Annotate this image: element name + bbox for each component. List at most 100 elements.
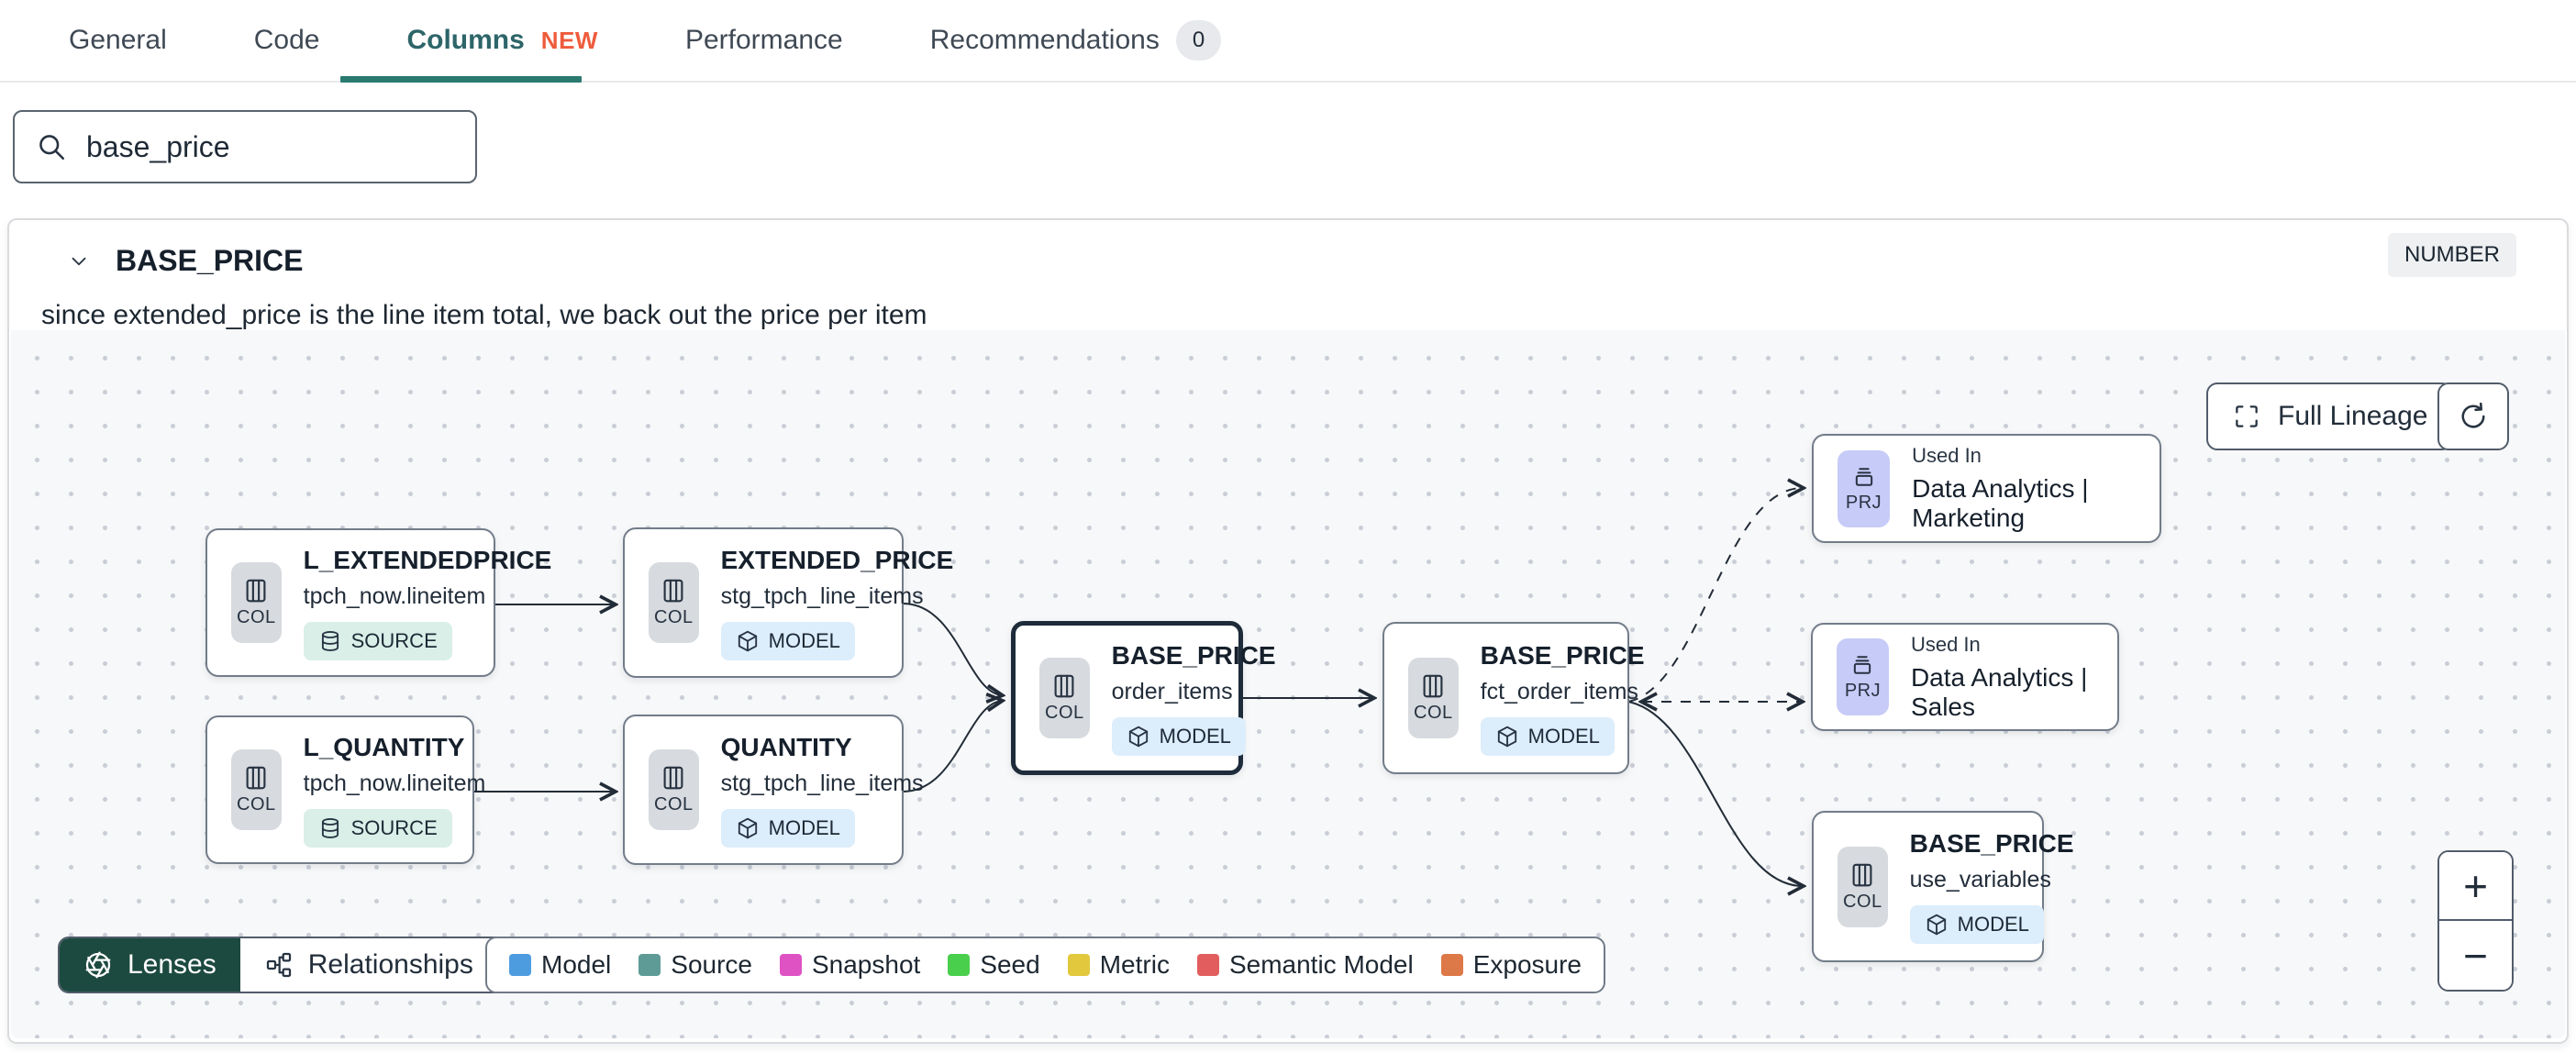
node-subtitle: tpch_now.lineitem: [303, 770, 486, 796]
columns-icon: [246, 579, 266, 603]
zoom-out-button[interactable]: −: [2439, 921, 2512, 990]
model-badge: MODEL: [720, 621, 855, 660]
node-title: EXTENDED_PRICE: [720, 545, 954, 574]
refresh-button[interactable]: [2437, 382, 2509, 450]
cube-icon: [738, 817, 757, 838]
node-title: BASE_PRICE: [1111, 640, 1276, 670]
node-title: BASE_PRICE: [1909, 829, 2074, 858]
node-subtitle: stg_tpch_line_items: [720, 582, 924, 609]
lineage-node-l-quantity[interactable]: COL L_QUANTITY tpch_now.lineitem SOURCE: [205, 715, 485, 864]
search-box[interactable]: [13, 110, 477, 183]
cube-icon: [1497, 726, 1516, 747]
source-badge: SOURCE: [303, 621, 452, 660]
lineage-node-base-price-fct-order-items[interactable]: COL BASE_PRICE fct_order_items MODEL: [1382, 622, 1645, 774]
column-chip: COL: [1838, 846, 1888, 927]
columns-icon: [1423, 674, 1443, 698]
legend-item-metric: Metric: [1067, 950, 1170, 980]
legend-item-semantic-model: Semantic Model: [1196, 950, 1414, 980]
active-tab-underline: [340, 76, 582, 83]
chevron-down-icon[interactable]: [62, 245, 95, 278]
aperture-icon: [85, 951, 111, 979]
tab-general[interactable]: General: [69, 25, 167, 55]
relationships-icon: [266, 952, 291, 978]
lineage-node-quantity[interactable]: COL QUANTITY stg_tpch_line_items MODEL: [623, 715, 924, 865]
legend-item-source: Source: [638, 950, 752, 980]
legend-swatch: [948, 954, 971, 976]
database-icon: [321, 817, 339, 838]
project-chip: PRJ: [1837, 638, 1889, 715]
tab-columns[interactable]: Columns NEW: [406, 25, 598, 55]
model-badge: MODEL: [720, 808, 855, 848]
used-in-label: Used In: [1912, 444, 1982, 467]
node-title: BASE_PRICE: [1480, 640, 1645, 670]
lineage-node-used-in-sales[interactable]: PRJ Used In Data Analytics | Sales: [1811, 623, 2119, 731]
lineage-node-l-extendedprice[interactable]: COL L_EXTENDEDPRICE tpch_now.lineitem SO…: [205, 528, 551, 677]
node-subtitle: order_items: [1111, 678, 1233, 704]
columns-icon: [1054, 674, 1074, 698]
node-subtitle: tpch_now.lineitem: [303, 582, 486, 609]
column-chip: COL: [649, 749, 699, 830]
count-badge: 0: [1175, 20, 1222, 61]
tab-recommendations[interactable]: Recommendations 0: [930, 20, 1222, 61]
project-chip: PRJ: [1838, 449, 1891, 527]
legend-item-seed: Seed: [948, 950, 1040, 980]
lineage-node-used-in-marketing[interactable]: PRJ Used In Data Analytics | Marketing: [1812, 434, 2161, 543]
node-title: L_EXTENDEDPRICE: [303, 545, 552, 574]
column-description: since extended_price is the line item to…: [41, 300, 927, 330]
columns-icon: [663, 579, 683, 603]
model-badge: MODEL: [1909, 905, 2044, 944]
tab-bar: General Code Columns NEW Performance Rec…: [0, 0, 2576, 83]
node-subtitle: fct_order_items: [1480, 678, 1638, 704]
search-input[interactable]: [86, 129, 455, 164]
new-badge: NEW: [540, 26, 598, 54]
node-title: QUANTITY: [720, 732, 852, 761]
database-icon: [321, 630, 339, 651]
legend-swatch: [509, 954, 531, 976]
legend-item-model: Model: [509, 950, 611, 980]
column-name: BASE_PRICE: [116, 244, 304, 277]
tab-performance[interactable]: Performance: [684, 25, 843, 55]
legend-item-exposure: Exposure: [1440, 950, 1582, 980]
zoom-in-button[interactable]: +: [2439, 852, 2512, 921]
legend-swatch: [1067, 954, 1090, 976]
cube-icon: [1926, 914, 1946, 936]
model-badge: MODEL: [1111, 716, 1246, 756]
node-subtitle: use_variables: [1909, 867, 2051, 892]
column-chip: COL: [231, 562, 282, 643]
legend-item-snapshot: Snapshot: [779, 950, 920, 980]
cube-icon: [738, 630, 757, 651]
lineage-canvas[interactable]: COL L_EXTENDEDPRICE tpch_now.lineitem SO…: [11, 330, 2565, 1038]
lineage-legend: Model Source Snapshot Seed Metric Semant…: [485, 937, 1606, 993]
node-title: L_QUANTITY: [303, 732, 465, 761]
lineage-edges: [472, 330, 2565, 1038]
expand-icon: [2236, 405, 2258, 427]
lineage-node-base-price-use-variables[interactable]: COL BASE_PRICE use_variables MODEL: [1812, 811, 2074, 962]
used-in-name: Data Analytics | Sales: [1910, 662, 2088, 721]
full-lineage-button[interactable]: Full Lineage: [2206, 382, 2454, 450]
legend-swatch: [1196, 954, 1219, 976]
zoom-controls: + −: [2437, 850, 2514, 992]
column-panel: BASE_PRICE NUMBER since extended_price i…: [7, 218, 2569, 1044]
used-in-label: Used In: [1910, 632, 1981, 656]
columns-icon: [663, 766, 683, 790]
cube-icon: [1128, 726, 1148, 747]
columns-icon: [1852, 863, 1872, 886]
legend-swatch: [779, 954, 802, 976]
tab-code[interactable]: Code: [253, 25, 320, 55]
column-chip: COL: [649, 562, 699, 643]
used-in-name: Data Analytics | Marketing: [1912, 474, 2089, 532]
legend-swatch: [1440, 954, 1463, 976]
lineage-node-extended-price[interactable]: COL EXTENDED_PRICE stg_tpch_line_items M…: [623, 527, 953, 678]
model-badge: MODEL: [1480, 716, 1615, 756]
column-chip: COL: [1408, 658, 1459, 738]
columns-icon: [246, 766, 266, 790]
search-icon: [39, 135, 65, 161]
node-subtitle: stg_tpch_line_items: [720, 770, 924, 796]
project-icon: [1855, 467, 1872, 486]
refresh-icon: [2461, 402, 2485, 428]
lenses-button[interactable]: Lenses: [60, 938, 240, 992]
lineage-node-base-price-order-items[interactable]: COL BASE_PRICE order_items MODEL: [1011, 621, 1276, 775]
canvas-toolbar: Lenses Relationships: [58, 937, 539, 993]
project-icon: [1854, 656, 1871, 674]
legend-swatch: [638, 954, 661, 976]
